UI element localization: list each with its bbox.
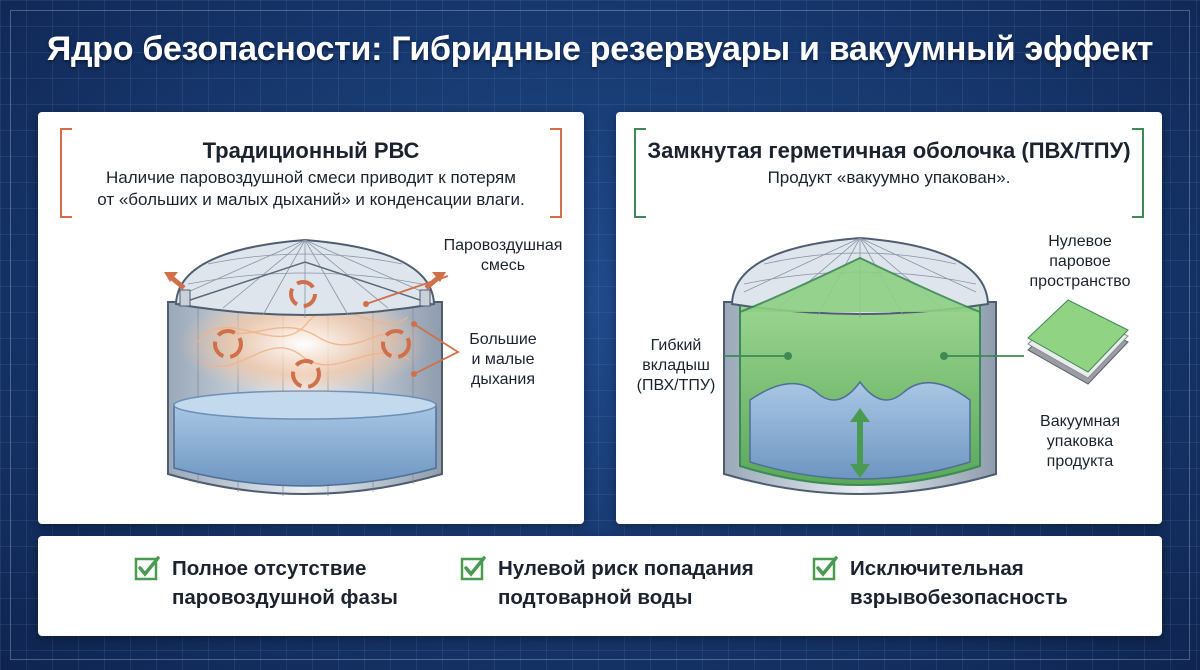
left-panel: Традиционный РВС Наличие паровоздушной с… bbox=[38, 112, 584, 524]
label-liner-line1: Гибкий bbox=[650, 337, 702, 354]
left-panel-description-line2: от «больших и малых дыханий» и конденсац… bbox=[97, 190, 525, 209]
label-vacuum-pack-line2: упаковка bbox=[1046, 433, 1114, 450]
page-title: Ядро безопасности: Гибридные резервуары … bbox=[46, 30, 1154, 68]
feature-line1: Полное отсутствие bbox=[172, 557, 367, 580]
left-bracket-close bbox=[550, 128, 562, 218]
feature-line1: Исключительная bbox=[850, 557, 1024, 580]
label-zero-vapor-line2: паровое bbox=[1049, 253, 1111, 270]
check-box-icon bbox=[812, 556, 838, 581]
label-vapor-mixture-line1: Паровоздушная bbox=[443, 237, 563, 254]
feature-line1: Нулевой риск попадания bbox=[498, 557, 754, 580]
left-panel-title: Традиционный РВС bbox=[202, 138, 420, 163]
feature-item: Исключительная взрывобезопасность bbox=[812, 554, 1068, 612]
label-breathing-line3: дыхания bbox=[471, 371, 535, 388]
label-zero-vapor-line3: пространство bbox=[1029, 273, 1131, 290]
feature-item: Полное отсутствие паровоздушной фазы bbox=[134, 554, 398, 612]
feature-line2: паровоздушной фазы bbox=[172, 586, 398, 609]
left-bracket-open bbox=[60, 128, 72, 218]
label-zero-vapor-line1: Нулевое bbox=[1048, 233, 1112, 250]
right-panel: Замкнутая герметичная оболочка (ПВХ/ТПУ)… bbox=[616, 112, 1162, 524]
feature-line2: взрывобезопасность bbox=[850, 586, 1068, 609]
feature-line2: подтоварной воды bbox=[498, 586, 693, 609]
right-bracket-open bbox=[634, 128, 646, 218]
features-bar: Полное отсутствие паровоздушной фазы Нул… bbox=[38, 536, 1162, 636]
label-liner-line2: вкладыш bbox=[642, 357, 710, 374]
hybrid-tank-illustration bbox=[723, 236, 1129, 495]
right-panel-title: Замкнутая герметичная оболочка (ПВХ/ТПУ) bbox=[647, 138, 1131, 163]
frame-line bbox=[10, 10, 1190, 660]
label-vacuum-pack-line3: продукта bbox=[1046, 453, 1114, 470]
check-box-icon bbox=[134, 556, 160, 581]
traditional-tank-illustration bbox=[164, 238, 460, 496]
feature-item: Нулевой риск попадания подтоварной воды bbox=[460, 554, 754, 612]
right-bracket-close bbox=[1132, 128, 1144, 218]
label-breathing-line1: Большие bbox=[469, 331, 537, 348]
label-vacuum-pack-line1: Вакуумная bbox=[1040, 413, 1120, 430]
right-panel-description: Продукт «вакуумно упакован». bbox=[767, 168, 1011, 187]
label-breathing-line2: и малые bbox=[471, 351, 535, 368]
label-vapor-mixture-line2: смесь bbox=[480, 257, 526, 274]
left-panel-description-line1: Наличие паровоздушной смеси приводит к п… bbox=[106, 168, 516, 187]
check-box-icon bbox=[460, 556, 486, 581]
label-liner-line3: (ПВХ/ТПУ) bbox=[636, 377, 716, 394]
